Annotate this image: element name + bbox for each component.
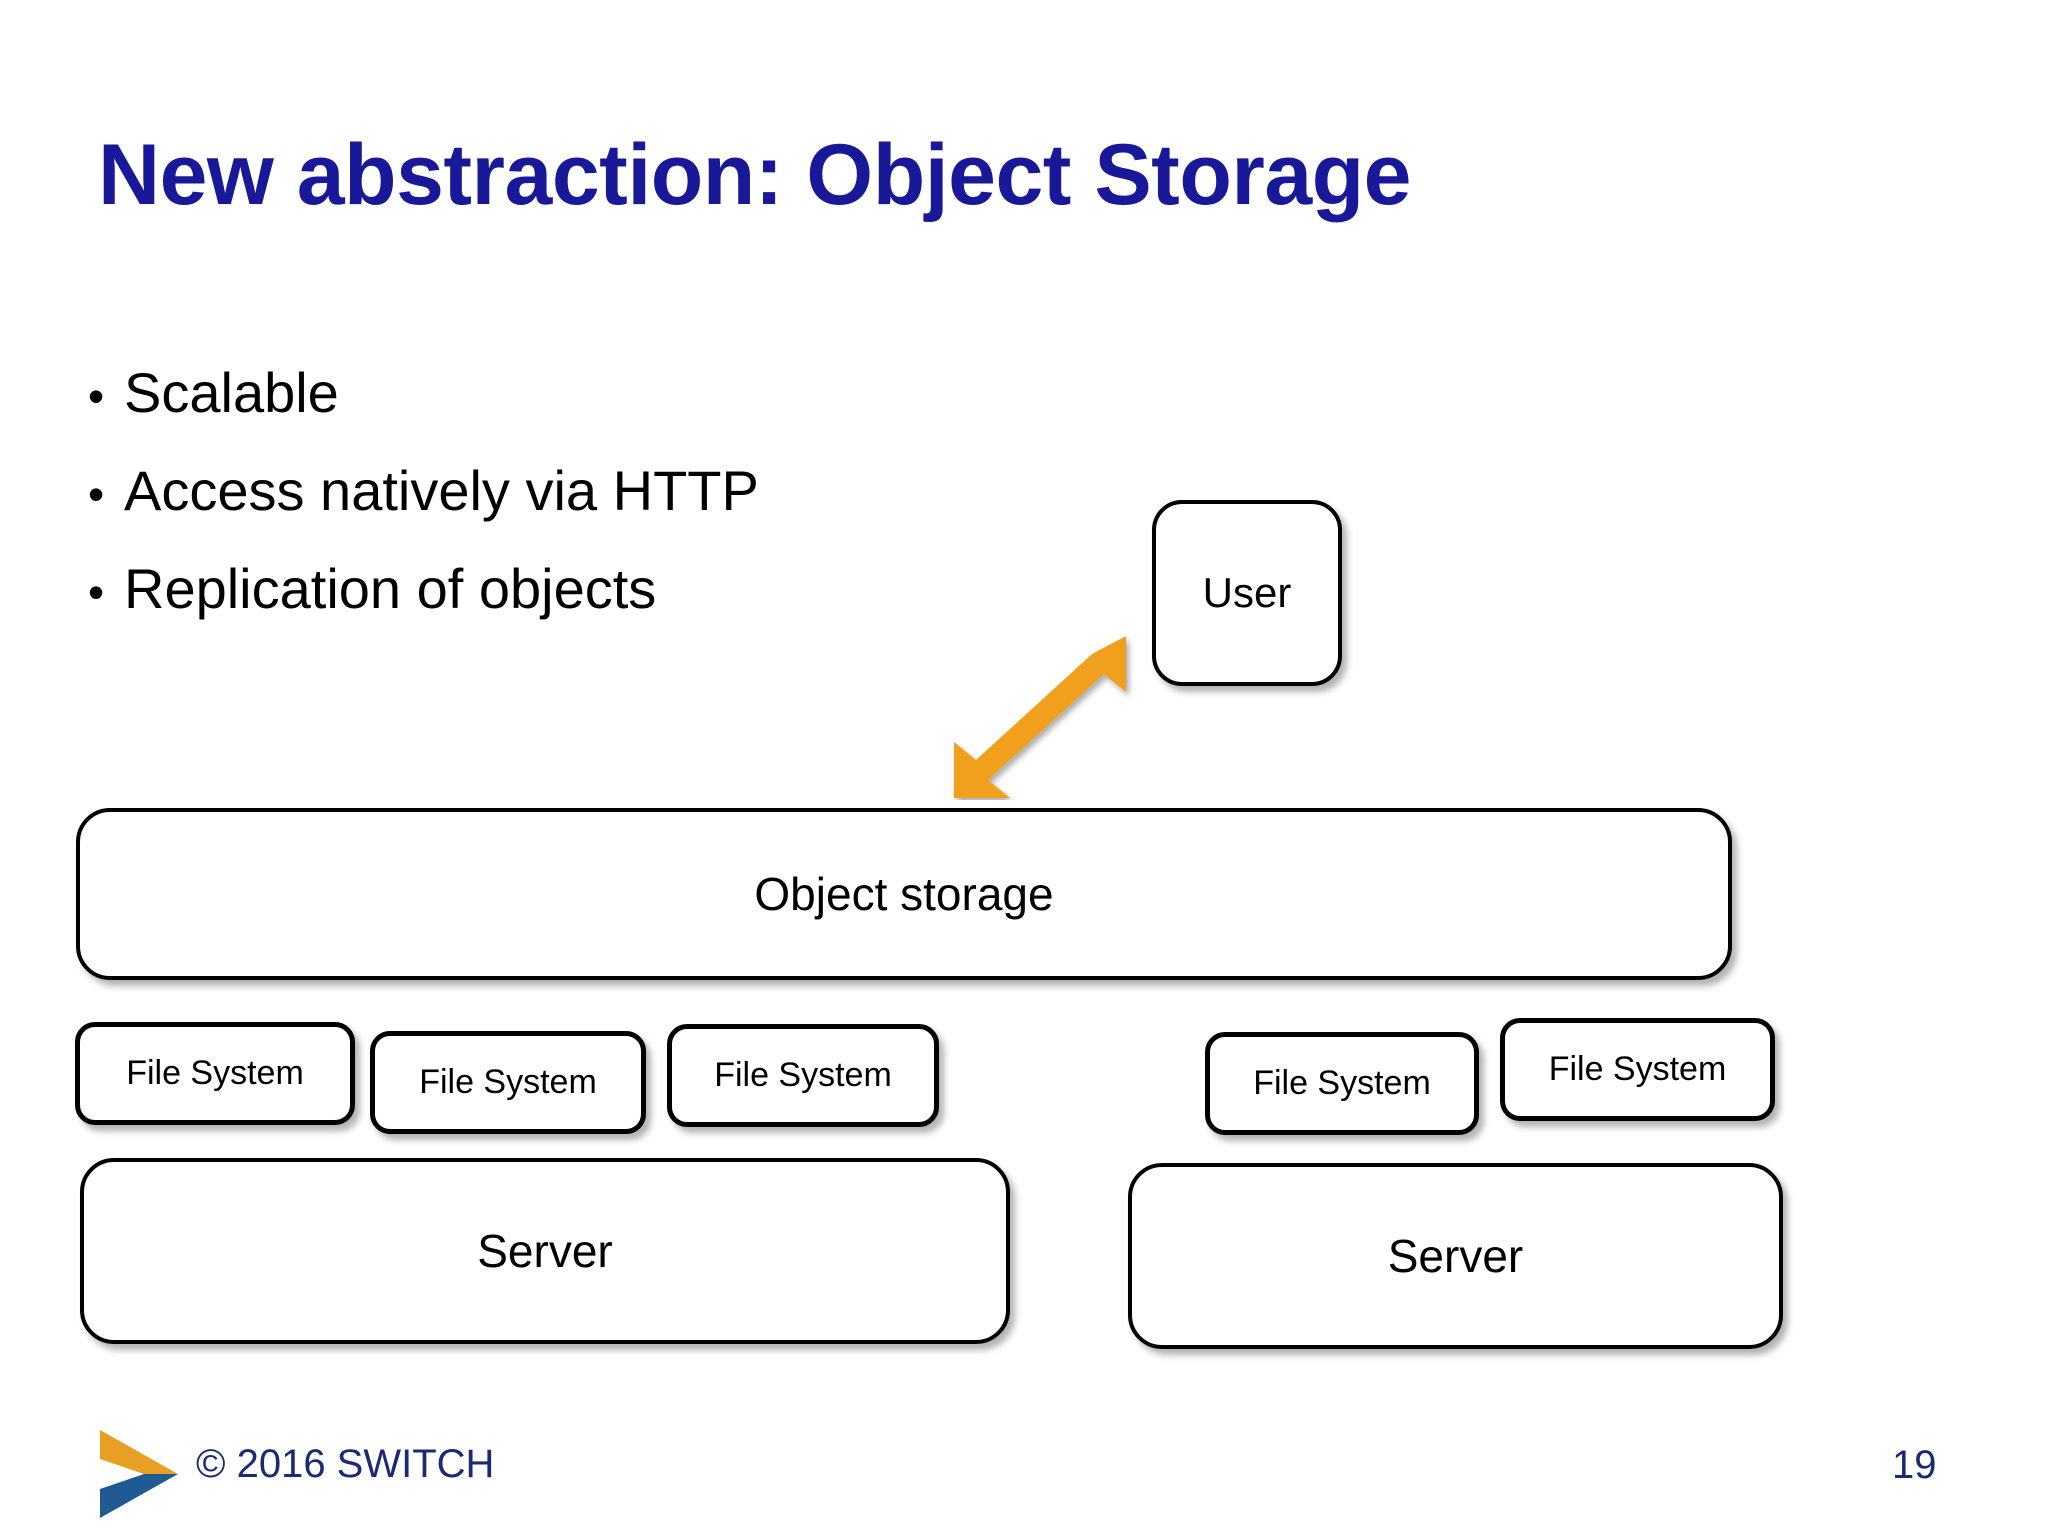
list-item: • Access natively via HTTP	[88, 463, 1038, 519]
page-title: New abstraction: Object Storage	[98, 127, 1412, 223]
bullet-marker-icon: •	[88, 370, 105, 422]
page-number: 19	[1892, 1443, 1937, 1487]
list-item: • Scalable	[88, 365, 1038, 421]
bullet-marker-icon: •	[88, 468, 105, 520]
file-system-box: File System	[667, 1024, 939, 1127]
bullet-text: Replication of objects	[124, 557, 657, 620]
bullet-text: Scalable	[124, 361, 339, 424]
file-system-box: File System	[75, 1022, 355, 1125]
double-headed-arrow-icon	[954, 636, 1126, 798]
list-item: • Replication of objects	[88, 561, 1038, 617]
copyright-text: © 2016 SWITCH	[196, 1442, 495, 1486]
server-box-left: Server	[80, 1158, 1010, 1344]
object-storage-box: Object storage	[76, 808, 1732, 980]
bullet-list: • Scalable • Access natively via HTTP • …	[88, 365, 1038, 659]
bullet-text: Access natively via HTTP	[124, 459, 759, 522]
file-system-box: File System	[370, 1031, 646, 1134]
user-box: User	[1152, 500, 1342, 686]
switch-chevron-logo-icon	[100, 1430, 178, 1518]
bullet-marker-icon: •	[88, 566, 105, 618]
server-box-right: Server	[1128, 1163, 1783, 1349]
file-system-box: File System	[1205, 1032, 1479, 1135]
file-system-box: File System	[1500, 1018, 1775, 1121]
